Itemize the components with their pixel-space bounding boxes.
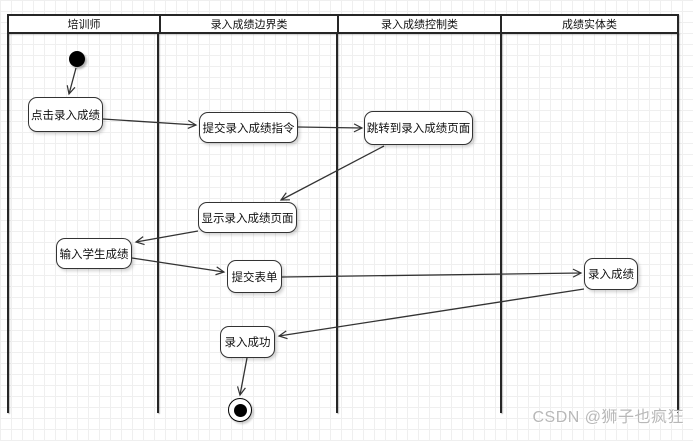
lane-header-trainer: 培训师 xyxy=(67,19,101,31)
arrow-start-to-click xyxy=(66,67,77,96)
lane-header-control-class: 录入成绩控制类 xyxy=(337,16,500,32)
arrow-submit-command-to-jump xyxy=(297,123,364,133)
lane-border-right xyxy=(677,33,679,413)
arrow-click-to-submit-command xyxy=(102,118,198,130)
lane-divider-2 xyxy=(336,33,338,413)
node-enter-grades: 录入成绩 xyxy=(584,258,638,290)
arrow-success-to-end xyxy=(236,357,248,397)
lane-divider-1 xyxy=(157,33,159,413)
arrow-jump-to-display xyxy=(279,145,385,201)
node-click-enter-grades: 点击录入成绩 xyxy=(28,97,103,132)
lane-header-boundary-class: 录入成绩边界类 xyxy=(159,16,337,32)
arrow-submit-form-to-enter xyxy=(281,268,583,278)
end-node xyxy=(228,398,252,422)
node-input-student-grades: 输入学生成绩 xyxy=(56,238,132,269)
csdn-watermark: CSDN @狮子也疯狂 xyxy=(532,409,684,426)
node-entry-success: 录入成功 xyxy=(220,326,275,358)
arrow-input-to-submit-form xyxy=(131,257,226,276)
lane-header-entity-class: 成绩实体类 xyxy=(500,16,677,32)
lane-divider-3 xyxy=(500,33,502,413)
node-display-enter-page: 显示录入成绩页面 xyxy=(198,202,297,233)
start-node xyxy=(69,51,85,67)
arrow-enter-to-success xyxy=(277,288,585,340)
lane-border-left xyxy=(7,33,9,413)
end-node-dot xyxy=(233,403,247,417)
swimlane-header: 培训师 录入成绩边界类 录入成绩控制类 成绩实体类 xyxy=(7,14,679,34)
arrow-display-to-input xyxy=(134,230,199,246)
node-submit-form: 提交表单 xyxy=(227,260,282,293)
node-jump-to-enter-page: 跳转到录入成绩页面 xyxy=(364,111,473,145)
node-submit-enter-command: 提交录入成绩指令 xyxy=(199,112,298,143)
